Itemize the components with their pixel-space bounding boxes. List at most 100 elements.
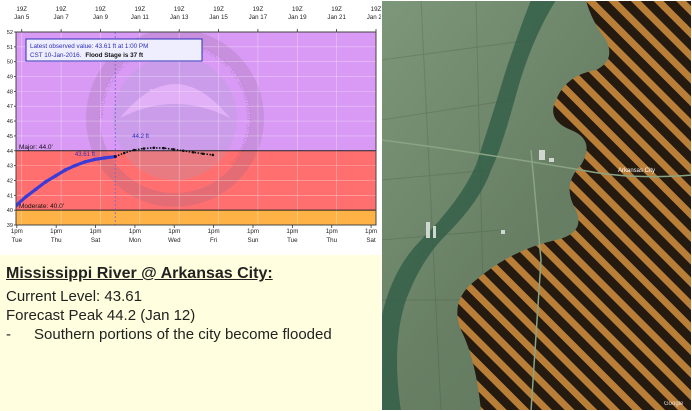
zone-major <box>16 150 376 211</box>
forecast-point <box>211 153 215 157</box>
top-tick-label: Jan 15 <box>209 14 228 21</box>
impact-text: Southern portions of the city become flo… <box>34 326 332 343</box>
bottom-tick-label: 1pm <box>326 228 338 235</box>
forecast-point <box>152 146 156 150</box>
forecast-point <box>172 147 175 151</box>
top-tick-label: 19Z <box>16 6 27 13</box>
top-tick-label: Jan 7 <box>54 14 70 21</box>
y-tick-label: 43 <box>7 164 13 170</box>
map-credit: Google <box>664 401 684 407</box>
observed-point <box>33 187 38 192</box>
observed-point <box>53 174 58 178</box>
top-tick-label: 19Z <box>56 6 67 13</box>
top-tick-label: Jan 11 <box>131 14 150 21</box>
observed-point <box>73 163 77 168</box>
bottom-tick-label: Sat <box>366 237 376 244</box>
bottom-tick-label: Sun <box>247 237 259 244</box>
bottom-tick-label: Mon <box>129 237 142 244</box>
bottom-tick-label: Wed <box>168 237 181 244</box>
bottom-tick-label: Tue <box>287 237 298 244</box>
top-tick-label: 19Z <box>213 6 224 13</box>
observed-point <box>24 194 28 199</box>
observed-point <box>102 156 107 160</box>
noaa-seal-ring <box>86 32 264 207</box>
bottom-tick-label: 1pm <box>286 228 298 235</box>
river-info-panel: Mississippi River @ Arkansas City: Curre… <box>0 255 381 411</box>
forecast-point <box>181 149 185 153</box>
value-annotation: 43.61 ft <box>75 152 95 158</box>
latest-observation-line2a: CST 10-Jan-2016. <box>30 52 82 59</box>
y-tick-label: 47 <box>7 104 13 110</box>
forecast-point <box>191 150 195 154</box>
top-tick-label: 19Z <box>134 6 145 13</box>
top-tick-label: 19Z <box>95 6 106 13</box>
plot-frame <box>15 31 377 226</box>
y-tick-label: 49 <box>7 75 13 81</box>
observed-point <box>63 168 68 172</box>
y-tick-label: 50 <box>7 60 13 66</box>
bottom-tick-label: Thu <box>326 237 337 244</box>
observed-point <box>92 157 97 162</box>
value-annotation: 44.2 ft <box>132 134 149 140</box>
y-tick-label: 45 <box>7 134 13 140</box>
top-tick-label: Jan 19 <box>288 14 307 21</box>
bottom-tick-label: Thu <box>51 237 62 244</box>
latest-observation-line1: Latest observed value: 43.61 ft at 1:00 … <box>30 43 148 50</box>
top-tick-label: Jan 9 <box>93 14 109 21</box>
forecast-peak-text: Forecast Peak 44.2 (Jan 12) <box>6 307 196 324</box>
roads <box>381 139 692 411</box>
top-tick-label: 19Z <box>253 6 264 13</box>
forecast-point <box>142 147 146 150</box>
bottom-tick-label: Fri <box>210 237 217 244</box>
bottom-tick-label: 1pm <box>129 228 141 235</box>
forecast-point <box>113 155 117 158</box>
city-label: Arkansas City <box>618 168 655 174</box>
svg-text:CST 10-Jan-2016.Flood Stage is: CST 10-Jan-2016.Flood Stage is 37 ft <box>30 52 144 59</box>
y-tick-label: 44 <box>7 149 13 155</box>
bottom-tick-label: Tue <box>12 237 23 244</box>
impact-bullet: - Southern portions of the city become f… <box>6 325 381 344</box>
top-tick-label: Jan 17 <box>249 14 268 21</box>
bottom-tick-label: 1pm <box>247 228 259 235</box>
top-tick-label: 19Z <box>331 6 342 13</box>
flood-hatched-area <box>457 0 692 411</box>
forecast-point <box>132 148 136 152</box>
top-tick-label: Jan 23 <box>367 14 381 21</box>
flood-inundation-map: Arkansas City Google <box>381 0 692 411</box>
observed-point <box>43 180 48 184</box>
zone-moderate <box>16 210 376 225</box>
y-tick-label: 51 <box>7 45 13 51</box>
latest-observation-box: Latest observed value: 43.61 ft at 1:00 … <box>25 38 203 62</box>
y-tick-label: 46 <box>7 119 13 125</box>
top-tick-label: 19Z <box>292 6 303 13</box>
bottom-tick-label: 1pm <box>50 228 62 235</box>
bottom-tick-label: 1pm <box>168 228 180 235</box>
bottom-tick-label: 1pm <box>208 228 220 235</box>
bottom-tick-label: 1pm <box>11 228 23 235</box>
top-tick-label: 19Z <box>371 6 381 13</box>
top-tick-label: Jan 5 <box>14 14 30 21</box>
top-tick-label: 19Z <box>174 6 185 13</box>
bullet-marker: - <box>6 326 11 343</box>
stage-label: Major: 44.0' <box>19 144 53 151</box>
top-tick-label: Jan 21 <box>327 14 346 21</box>
forecast-point <box>162 146 165 150</box>
forecast-point <box>201 152 205 156</box>
noaa-watermark: NOAA NATIONAL OCEANIC AND ATMOSPHERIC AD… <box>86 32 264 207</box>
y-tick-label: 52 <box>7 30 13 36</box>
top-tick-label: Jan 13 <box>170 14 189 21</box>
observed-point <box>83 160 87 164</box>
y-tick-label: 48 <box>7 89 13 95</box>
river-gauge-title: Mississippi River @ Arkansas City: <box>6 265 273 282</box>
town-buildings <box>426 150 554 238</box>
bottom-tick-label: Sat <box>91 237 101 244</box>
y-tick-label: 41 <box>7 193 13 199</box>
noaa-seal-bird-icon <box>120 84 230 118</box>
y-tick-label: 39 <box>7 223 13 229</box>
hydrograph-chart: NOAA NATIONAL OCEANIC AND ATMOSPHERIC AD… <box>0 0 381 255</box>
flood-stage-text: Flood Stage is 37 ft <box>85 52 144 59</box>
latest-observation-box-frame <box>25 38 203 62</box>
forecast-point <box>122 151 126 155</box>
y-tick-label: 40 <box>7 208 13 214</box>
y-tick-label: 42 <box>7 178 13 184</box>
